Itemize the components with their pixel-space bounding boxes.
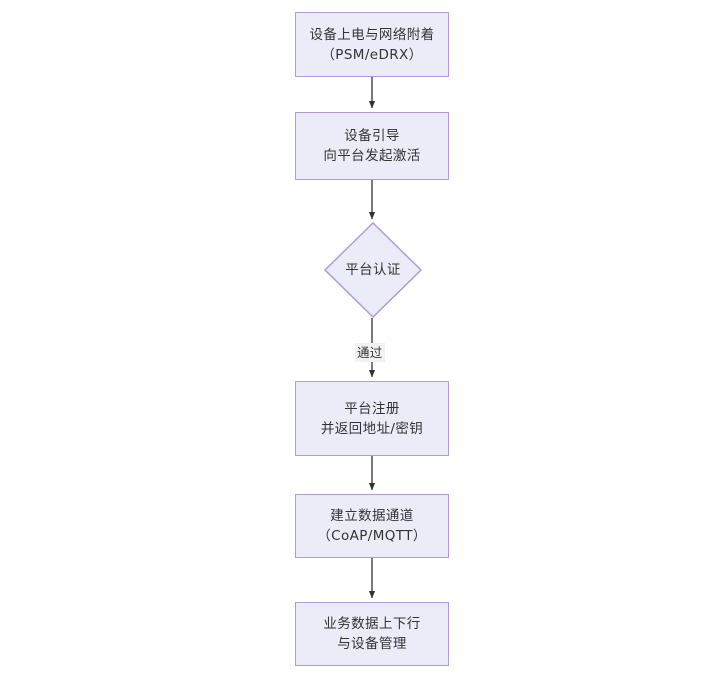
node-establish-data-channel[interactable]: 建立数据通道 （CoAP/MQTT） (295, 494, 449, 558)
node-line: 设备上电与网络附着 (309, 26, 435, 43)
node-platform-auth-decision[interactable]: 平台认证 (324, 222, 422, 318)
node-line: 平台注册 (344, 400, 400, 417)
node-business-data-and-device-mgmt[interactable]: 业务数据上下行 与设备管理 (295, 602, 449, 666)
node-line: 业务数据上下行 (323, 616, 421, 632)
node-line: 向平台发起激活 (323, 148, 421, 164)
node-line: 建立数据通道 (330, 508, 414, 524)
edge-label-pass: 通过 (355, 343, 385, 362)
node-line: （CoAP/MQTT） (317, 528, 427, 544)
node-line: 平台认证 (345, 262, 401, 278)
node-line: 并返回地址/密钥 (320, 420, 424, 437)
node-device-bootstrap[interactable]: 设备引导 向平台发起激活 (295, 112, 449, 180)
node-line: 设备引导 (344, 128, 400, 144)
node-device-power-on[interactable]: 设备上电与网络附着 （PSM/eDRX） (295, 12, 449, 77)
node-platform-register[interactable]: 平台注册 并返回地址/密钥 (295, 381, 449, 456)
node-line: 与设备管理 (337, 636, 407, 652)
node-line: （PSM/eDRX） (321, 46, 423, 63)
diamond-shape (324, 222, 422, 318)
